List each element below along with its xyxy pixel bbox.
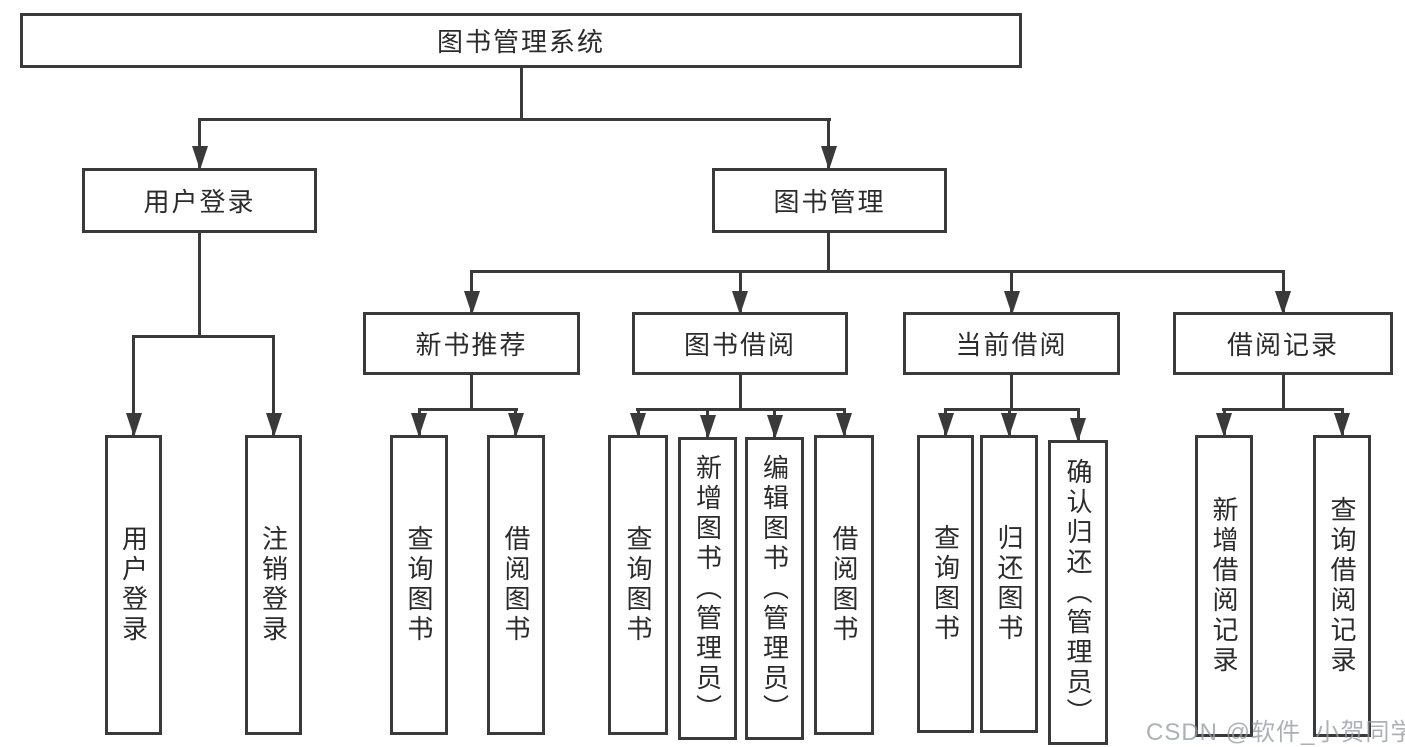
connector-line <box>272 335 275 437</box>
arrow-down-icon <box>836 413 852 437</box>
node-label: 借阅图书 <box>501 525 531 645</box>
arrow-down-icon <box>700 415 716 439</box>
node-label: 查询图书 <box>930 524 961 644</box>
node-label: 借阅记录 <box>1226 330 1339 360</box>
arrow-down-icon <box>192 146 208 170</box>
connector-line <box>198 118 201 170</box>
node-current-borrowing: 当前借阅 <box>903 312 1120 375</box>
leaf-return-books: 归还图书 <box>980 435 1038 733</box>
connector-line <box>198 233 201 335</box>
leaf-query-borrow-record: 查询借阅记录 <box>1313 435 1371 737</box>
node-label: 当前借阅 <box>955 330 1068 360</box>
node-label: 新增图书（管理员） <box>692 453 723 724</box>
leaf-add-books-admin: 新增图书（管理员） <box>678 437 737 740</box>
connector-line <box>198 118 831 121</box>
node-new-book-recommend: 新书推荐 <box>363 312 580 375</box>
leaf-current-query-books: 查询图书 <box>917 435 974 733</box>
arrow-down-icon <box>732 291 748 315</box>
node-book-borrowing: 图书借阅 <box>632 312 848 375</box>
leaf-edit-books-admin: 编辑图书（管理员） <box>745 437 804 740</box>
node-label: 注销登录 <box>258 525 289 645</box>
arrow-down-icon <box>1001 413 1017 437</box>
watermark: CSDN @软件_小贺同学 <box>1146 719 1405 746</box>
node-label: 确认归还（管理员） <box>1063 457 1093 728</box>
node-label: 图书借阅 <box>683 330 796 360</box>
node-library-system: 图书管理系统 <box>20 13 1022 68</box>
leaf-recommend-query-books: 查询图书 <box>390 435 448 735</box>
node-label: 查询图书 <box>623 525 653 645</box>
node-borrowing-records: 借阅记录 <box>1173 312 1393 375</box>
arrow-down-icon <box>1004 291 1020 315</box>
node-label: 图书管理 <box>773 187 886 217</box>
leaf-recommend-borrow-books: 借阅图书 <box>487 435 545 735</box>
node-label: 借阅图书 <box>829 525 859 645</box>
connector-line <box>636 408 846 411</box>
connector-line <box>944 408 1080 411</box>
connector-line <box>132 335 135 437</box>
connector-line <box>827 233 830 270</box>
arrow-down-icon <box>1275 291 1291 315</box>
node-label: 查询借阅记录 <box>1327 496 1357 676</box>
arrow-down-icon <box>266 413 282 437</box>
arrow-down-icon <box>1216 413 1232 437</box>
leaf-confirm-return-admin: 确认归还（管理员） <box>1048 440 1108 745</box>
node-book-management: 图书管理 <box>712 168 947 233</box>
arrow-down-icon <box>821 146 837 170</box>
node-user-login: 用户登录 <box>82 168 317 233</box>
connector-line <box>1222 408 1344 411</box>
leaf-user-login: 用户登录 <box>105 435 162 735</box>
arrow-down-icon <box>1070 418 1086 442</box>
node-label: 用户登录 <box>143 187 256 217</box>
arrow-down-icon <box>767 415 783 439</box>
node-label: 归还图书 <box>994 524 1024 644</box>
connector-line <box>827 118 830 170</box>
arrow-down-icon <box>508 413 524 437</box>
node-label: 查询图书 <box>404 525 434 645</box>
connector-line <box>470 375 473 411</box>
connector-line <box>520 68 523 118</box>
node-label: 图书管理系统 <box>436 27 605 57</box>
connector-line <box>470 270 1285 273</box>
arrow-down-icon <box>1334 413 1350 437</box>
node-label: 编辑图书（管理员） <box>759 453 790 724</box>
arrow-down-icon <box>938 413 954 437</box>
arrow-down-icon <box>126 413 142 437</box>
leaf-add-borrow-record: 新增借阅记录 <box>1195 435 1253 737</box>
connector-line <box>739 375 742 411</box>
node-label: 新增借阅记录 <box>1209 496 1239 676</box>
leaf-borrow-books: 借阅图书 <box>814 435 874 735</box>
connector-line <box>1282 375 1285 411</box>
leaf-logout: 注销登录 <box>245 435 302 735</box>
connector-line <box>418 408 518 411</box>
node-label: 新书推荐 <box>415 330 528 360</box>
connector-line <box>1010 375 1013 411</box>
leaf-borrow-query-books: 查询图书 <box>608 435 668 735</box>
arrow-down-icon <box>464 291 480 315</box>
node-label: 用户登录 <box>118 525 149 645</box>
arrow-down-icon <box>630 413 646 437</box>
connector-line <box>132 335 275 338</box>
arrow-down-icon <box>411 413 427 437</box>
